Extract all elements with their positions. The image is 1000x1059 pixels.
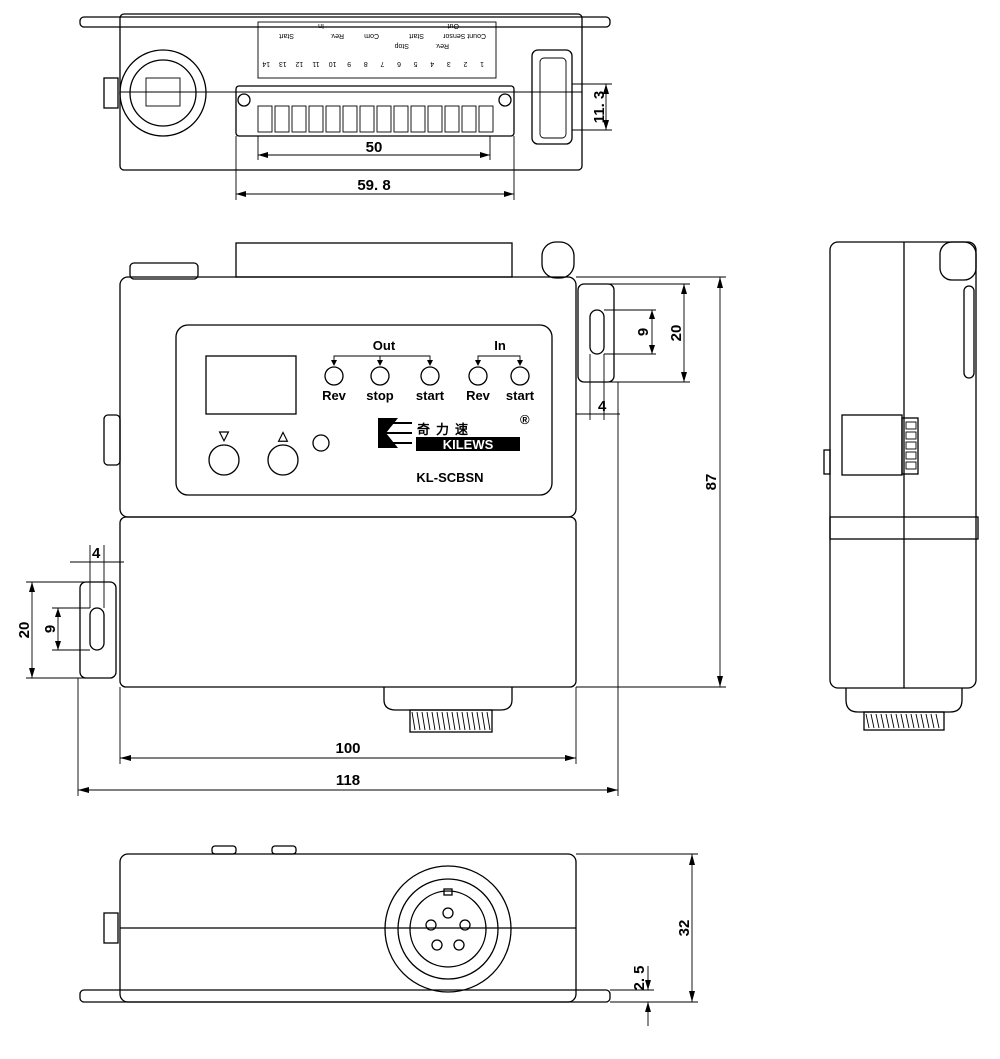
terminal-number: 7: [380, 60, 384, 67]
terminal-number: 11: [312, 60, 319, 67]
registered-mark: ®: [520, 412, 530, 427]
terminal-number: 6: [397, 60, 401, 67]
dim-slot-offset-right: 4: [598, 398, 607, 415]
terminal-number: 12: [295, 60, 303, 67]
terminal-cell: [359, 105, 375, 133]
led-indicator: [510, 366, 530, 386]
front-view: Out In Rev stop start Rev start ▽ △ 奇力速 ® KI…: [16, 241, 726, 796]
terminal-number: 3: [447, 60, 451, 67]
terminal-number: 5: [414, 60, 418, 67]
terminal-tag-out: Out: [448, 22, 459, 29]
terminal-cell: [325, 105, 341, 133]
dim-body-height: 87: [703, 474, 720, 491]
terminal-cell: [376, 105, 392, 133]
terminal-number: 13: [279, 60, 287, 67]
terminal-block: [235, 85, 515, 137]
panel-out-label: Out: [373, 338, 396, 353]
top-view: Count Sensor Rev. Start Stop Com Rev. St…: [79, 13, 612, 200]
model-name: KL-SCBSN: [416, 470, 483, 485]
dim-terminal-width: 50: [366, 139, 383, 156]
terminal-cell: [478, 105, 494, 133]
brand-cn: 奇力速: [417, 422, 474, 437]
terminal-cell: [274, 105, 290, 133]
terminal-cell: [291, 105, 307, 133]
terminal-label-area: [257, 21, 497, 79]
arrow-down-icon: ▽: [218, 428, 230, 443]
side-view: [823, 241, 979, 731]
pin-1: [442, 907, 454, 919]
dim-top-overall-width: 59. 8: [357, 177, 390, 194]
terminal-label-rev-in: Rev.: [330, 32, 344, 39]
panel-in-label: In: [494, 338, 506, 353]
terminal-cell: [393, 105, 409, 133]
connector-socket: [409, 890, 487, 968]
terminal-label-stop: Stop: [394, 42, 409, 49]
status-indicator: [312, 434, 330, 452]
bottom-connector-outer: [384, 865, 512, 993]
pin-4: [431, 939, 443, 951]
pin-3: [459, 919, 471, 931]
dim-bottom-height: 32: [676, 920, 693, 937]
dim-top-height: 11. 3: [591, 91, 608, 124]
device-lower-housing: [119, 516, 577, 688]
top-connector-outer: [119, 49, 207, 137]
led-label: Rev: [466, 388, 491, 403]
terminal-number: 14: [262, 60, 270, 67]
terminal-label-rev-out: Rev.: [435, 42, 449, 49]
led-label: Rev: [322, 388, 347, 403]
led-label: start: [506, 388, 535, 403]
dim-body-width: 100: [335, 740, 360, 757]
terminal-number: 10: [329, 60, 337, 67]
dim-slot-inner-right: 9: [635, 328, 652, 336]
terminal-label-start-in: Start: [279, 32, 294, 39]
led-indicator: [468, 366, 488, 386]
led-indicator: [370, 366, 390, 386]
pin-5: [453, 939, 465, 951]
brand-en: KILEWS: [443, 437, 494, 452]
terminal-label-count-sensor: Count Sensor: [443, 32, 486, 39]
terminal-cell: [444, 105, 460, 133]
terminal-label-com: Com: [364, 32, 379, 39]
kilews-logo-icon: [378, 418, 412, 448]
terminal-cells: [257, 105, 494, 133]
dim-slot-height-left: 20: [16, 622, 33, 639]
led-indicator: [420, 366, 440, 386]
terminal-number: 4: [430, 60, 434, 67]
up-button[interactable]: [267, 444, 299, 476]
dim-slot-inner-left: 9: [42, 625, 59, 633]
terminal-cell: [427, 105, 443, 133]
terminal-tag-in: In: [318, 22, 324, 29]
led-label: start: [416, 388, 445, 403]
terminal-cell: [410, 105, 426, 133]
dim-slot-offset-left: 4: [92, 545, 101, 562]
front-panel: [175, 324, 553, 496]
terminal-cell: [257, 105, 273, 133]
pin-2: [425, 919, 437, 931]
terminal-number: 2: [463, 60, 467, 67]
dim-flange-thickness: 2. 5: [631, 965, 648, 990]
arrow-up-icon: △: [277, 428, 289, 443]
dim-overall-width: 118: [336, 772, 360, 789]
terminal-number: 8: [364, 60, 368, 67]
terminal-cell: [308, 105, 324, 133]
terminal-number: 9: [347, 60, 351, 67]
dim-slot-height-right: 20: [668, 325, 685, 342]
led-indicator: [324, 366, 344, 386]
display-window: [205, 355, 297, 415]
terminal-cell: [461, 105, 477, 133]
bottom-view: 32 2. 5: [79, 845, 698, 1026]
terminal-number: 1: [480, 60, 484, 67]
led-label: stop: [366, 388, 394, 403]
down-button[interactable]: [208, 444, 240, 476]
terminal-label-start-out: Start: [409, 32, 424, 39]
terminal-cell: [342, 105, 358, 133]
